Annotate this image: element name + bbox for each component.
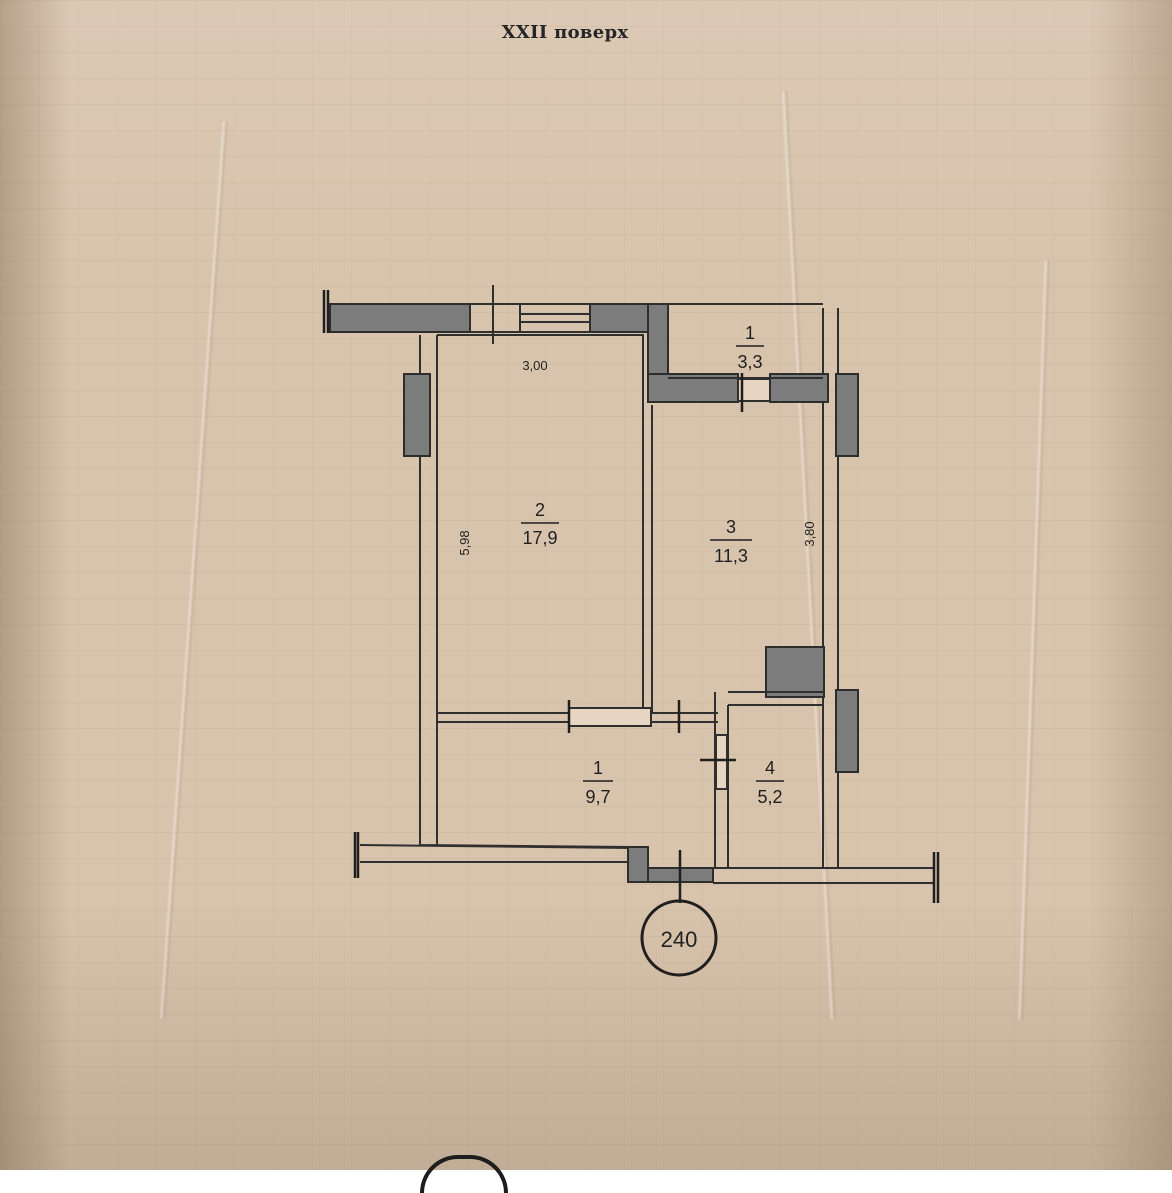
room-4-label: 4 5,2 xyxy=(756,758,784,807)
top-dimension: 3,00 xyxy=(522,358,547,373)
left-dimension: 5,98 xyxy=(457,530,472,555)
apartment-number: 240 xyxy=(661,927,698,952)
room-1-upper-label: 1 3,3 xyxy=(736,323,764,372)
room-area: 9,7 xyxy=(585,787,610,807)
room-area: 5,2 xyxy=(757,787,782,807)
room-number: 1 xyxy=(745,323,755,343)
window xyxy=(469,285,591,344)
room-area: 11,3 xyxy=(714,546,748,566)
room-2-label: 2 17,9 xyxy=(521,500,559,548)
section-marks xyxy=(322,290,940,903)
room-area: 3,3 xyxy=(737,352,762,372)
doors xyxy=(568,378,771,790)
room-3-label: 3 11,3 xyxy=(710,517,752,566)
room-area: 17,9 xyxy=(522,528,557,548)
room-number: 1 xyxy=(593,758,603,778)
room-number: 2 xyxy=(535,500,545,520)
room-number: 4 xyxy=(765,758,775,778)
apartment-number-marker: 240 xyxy=(640,899,718,977)
room-1-lower-label: 1 9,7 xyxy=(583,758,613,807)
floor-title: XXII поверх xyxy=(501,22,629,43)
right-dimension: 3,80 xyxy=(802,521,817,546)
room-number: 3 xyxy=(726,517,736,537)
